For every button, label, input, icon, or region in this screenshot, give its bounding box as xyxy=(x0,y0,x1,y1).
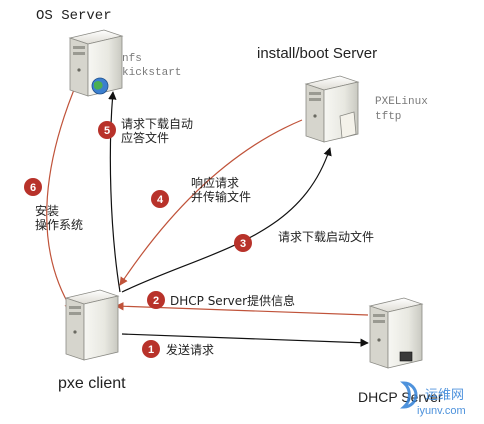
pxe-client: pxe client xyxy=(58,289,126,392)
step-badge xyxy=(147,291,165,309)
install-server-icon xyxy=(304,75,360,143)
os-server-service-nfs: nfs xyxy=(122,53,142,65)
install-server-service-tftp: tftp xyxy=(375,111,401,123)
step-label: 发送请求 xyxy=(166,342,214,357)
step-badge xyxy=(151,190,169,208)
install-boot-server: install/boot Server PXELinux tftp xyxy=(257,45,428,143)
step-label-line-1: 请求下载自动 xyxy=(121,117,193,131)
step-label: 请求下载启动文件 xyxy=(278,229,374,244)
os-server-title: OS Server xyxy=(36,8,112,24)
watermark: 运维网 iyunv.com xyxy=(400,381,466,417)
watermark-line-2: iyunv.com xyxy=(417,405,466,417)
install-server-title: install/boot Server xyxy=(257,45,377,62)
step-label-line-1: 响应请求 xyxy=(191,175,239,190)
step-number: 3 xyxy=(240,238,246,250)
step-2: 2 DHCP Server提供信息 xyxy=(147,291,295,309)
step-label: DHCP Server提供信息 xyxy=(170,293,295,308)
network-card-icon xyxy=(399,351,413,362)
step-number: 5 xyxy=(104,125,110,137)
step-badge xyxy=(234,234,252,252)
watermark-logo-icon xyxy=(400,381,418,409)
os-server-icon xyxy=(68,29,124,97)
os-server: OS Server nfs kickstart xyxy=(36,8,181,97)
os-server-service-kickstart: kickstart xyxy=(122,67,181,79)
step-badge xyxy=(24,178,42,196)
arrow-step-3 xyxy=(121,147,332,293)
dhcp-server-icon xyxy=(368,297,424,369)
step-label-line-2: 操作系统 xyxy=(35,217,83,232)
step-3: 3 请求下载启动文件 xyxy=(234,229,374,252)
arrow-step-6 xyxy=(46,79,79,311)
step-badge xyxy=(98,121,116,139)
arrow-step-4 xyxy=(119,119,303,286)
step-4: 4 响应请求 并传输文件 xyxy=(151,175,251,208)
dhcp-server: DHCP Server xyxy=(358,297,443,405)
step-number: 2 xyxy=(153,295,159,307)
step-number: 6 xyxy=(30,182,36,194)
step-6: 6 安装 操作系统 xyxy=(24,178,83,232)
step-1: 1 发送请求 xyxy=(142,340,214,358)
arrow-step-5 xyxy=(108,91,121,293)
step-number: 4 xyxy=(157,194,164,206)
document-icon xyxy=(339,111,357,139)
step-label-line-1: 安装 xyxy=(35,203,59,218)
step-label-line-2: 应答文件 xyxy=(121,130,169,145)
step-label-line-2: 并传输文件 xyxy=(191,189,251,204)
pxe-client-icon xyxy=(64,289,120,361)
step-5: 5 请求下载自动 应答文件 xyxy=(98,117,193,145)
step-number: 1 xyxy=(148,344,154,356)
dhcp-server-title: DHCP Server xyxy=(358,389,443,405)
install-server-service-pxelinux: PXELinux xyxy=(375,96,428,108)
watermark-line-1: 运维网 xyxy=(425,388,464,403)
arrow-step-1 xyxy=(121,333,369,347)
step-badge xyxy=(142,340,160,358)
pxe-client-title: pxe client xyxy=(58,375,126,392)
